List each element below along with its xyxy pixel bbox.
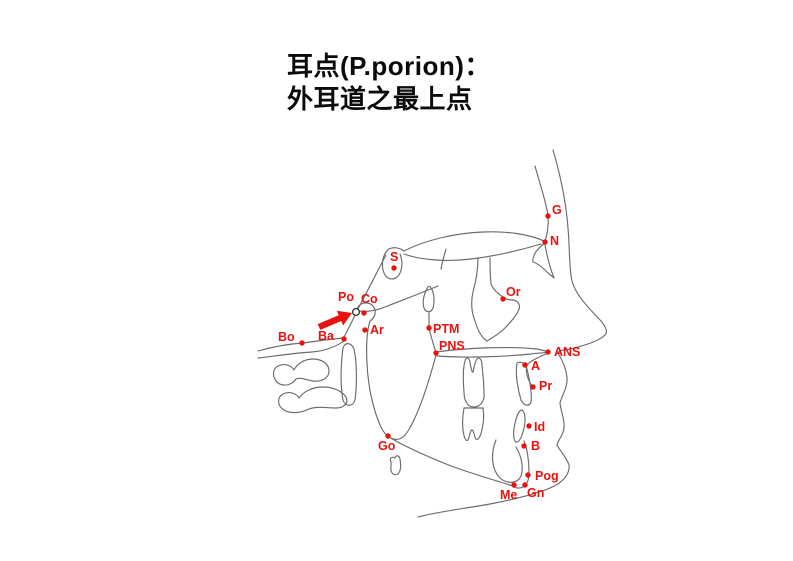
cranial-base-lower-line <box>403 243 542 261</box>
porion-marker-circle <box>351 307 361 317</box>
title-line-2: 外耳道之最上点 <box>287 84 473 114</box>
chin-outline <box>512 440 530 489</box>
skull-tracing <box>257 149 607 518</box>
landmark-dot-a <box>522 362 528 368</box>
title-line-1: 耳点(P.porion)： <box>287 51 491 81</box>
nasal-bone-line <box>532 242 555 279</box>
landmark-label-pog: Pog <box>535 469 559 483</box>
orbit-outline <box>471 257 521 342</box>
landmark-label-ptm: PTM <box>433 322 459 336</box>
landmark-label-gn: Gn <box>527 486 544 500</box>
hyoid-outline <box>389 455 402 476</box>
landmark-label-me: Me <box>500 488 517 502</box>
sphenoid-tick-line <box>440 248 447 270</box>
landmark-dot-id <box>526 423 532 429</box>
landmark-dot-ans <box>545 349 551 355</box>
landmark-label-n: N <box>550 234 559 248</box>
landmark-dot-go <box>385 433 391 439</box>
landmark-label-go: Go <box>378 439 396 453</box>
landmark-label-a: A <box>531 359 540 373</box>
upper-molar-outline <box>462 357 485 408</box>
frontal-bone-line <box>534 165 549 243</box>
landmark-dot-s <box>391 265 397 271</box>
landmark-dot-me <box>511 482 517 488</box>
condyle-outline <box>356 302 376 322</box>
landmark-dot-b <box>521 443 527 449</box>
mandible-lower-border-line <box>388 436 514 487</box>
landmark-label-or: Or <box>506 285 521 299</box>
landmark-dot-co <box>361 310 367 316</box>
cranial-base-upper-line <box>403 231 545 252</box>
landmark-label-b: B <box>531 439 540 453</box>
slide-title: 耳点(P.porion)： 外耳道之最上点 <box>287 50 491 116</box>
landmark-label-bo: Bo <box>278 330 295 344</box>
clivus-line <box>343 254 387 338</box>
landmark-label-ans: ANS <box>554 345 580 359</box>
ramus-posterior-line <box>366 320 390 438</box>
landmark-dot-gn <box>522 482 528 488</box>
landmark-label-id: Id <box>534 420 545 434</box>
soft-tissue-profile-line <box>417 149 607 518</box>
landmark-dot-or <box>500 296 506 302</box>
landmark-dot-pog <box>525 472 531 478</box>
landmark-dot-pr <box>530 384 536 390</box>
landmark-dot-bo <box>299 340 305 346</box>
upper-incisor-outline <box>515 361 532 406</box>
landmark-dot-ptm <box>426 325 432 331</box>
landmark-label-ba: Ba <box>318 329 335 343</box>
lower-molar-outline <box>462 407 485 442</box>
porion-pointer-arrow <box>317 310 352 330</box>
landmark-label-pns: PNS <box>439 339 465 353</box>
landmark-label-g: G <box>552 203 562 217</box>
landmark-label-co: Co <box>361 292 378 306</box>
atlas-c1-outline <box>272 358 330 386</box>
landmark-label-s: S <box>390 250 398 264</box>
landmark-dot-n <box>542 239 548 245</box>
symphysis-loop <box>491 439 523 483</box>
ramus-anterior-line <box>390 354 437 440</box>
landmark-dot-pns <box>433 350 439 356</box>
landmark-label-po: Po <box>338 290 354 304</box>
axis-c2-outline <box>278 386 348 414</box>
landmark-label-ar: Ar <box>370 323 384 337</box>
lower-incisor-outline <box>513 409 526 443</box>
landmark-label-pr: Pr <box>539 379 552 393</box>
basiocciput-lower-line <box>257 339 346 359</box>
palate-upper-line <box>435 346 549 353</box>
landmark-dot-g <box>545 213 551 219</box>
landmark-dot-ba <box>341 336 347 342</box>
palate-lower-line <box>436 351 549 358</box>
landmark-dot-ar <box>362 327 368 333</box>
pterygomaxillary-fissure-outline <box>422 285 435 313</box>
sella-turcica-outline <box>381 247 405 280</box>
dens-outline <box>340 343 357 406</box>
